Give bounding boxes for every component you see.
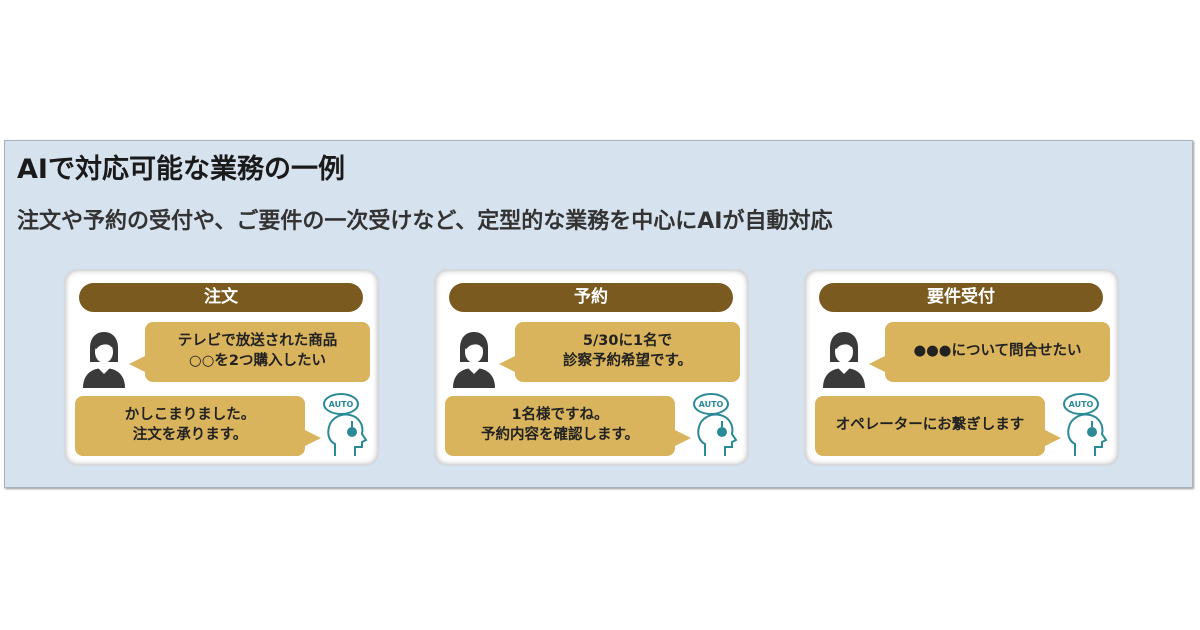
- user-message-line: 診察予約希望です。: [562, 353, 693, 369]
- ai-speech-bubble: オペレーターにお繋ぎします: [815, 396, 1061, 456]
- ai-speech-bubble: かしこまりました。注文を承ります。: [75, 396, 321, 456]
- ai-operator-icon: AUTO: [689, 392, 741, 462]
- customer-speech-bubble: ●●●について問合せたい: [869, 322, 1110, 382]
- card-header: 予約: [449, 283, 733, 312]
- bot-message-line: 予約内容を確認します。: [480, 427, 640, 443]
- bot-message-line: 1名様ですね。: [511, 407, 609, 424]
- panel-subtitle: 注文や予約の受付や、ご要件の一次受けなど、定型的な業務を中心にAIが自動対応: [17, 209, 833, 234]
- customer-icon: [821, 328, 867, 392]
- svg-text:AUTO: AUTO: [1069, 400, 1094, 409]
- ai-operator-icon: AUTO: [1059, 392, 1111, 462]
- ai-speech-bubble: 1名様ですね。予約内容を確認します。: [445, 396, 691, 456]
- svg-text:AUTO: AUTO: [329, 400, 354, 409]
- svg-text:AUTO: AUTO: [699, 400, 724, 409]
- user-message-line: ●●●について問合せたい: [913, 343, 1082, 360]
- ai-operator-icon: AUTO: [319, 392, 371, 462]
- user-message-line: ○○を2つ購入したい: [189, 353, 326, 369]
- panel-title: AIで対応可能な業務の一例: [17, 154, 345, 185]
- task-card: 予約 5/30に1名で診察予約希望です。 1名様ですね。予約内容を確認します。 …: [435, 270, 748, 465]
- card-header: 要件受付: [819, 283, 1103, 312]
- bot-message-line: オペレーターにお繋ぎします: [835, 417, 1025, 434]
- user-message-line: テレビで放送された商品: [177, 333, 338, 350]
- bot-message-line: 注文を承ります。: [132, 427, 248, 443]
- bot-message-line: かしこまりました。: [124, 407, 256, 424]
- customer-icon: [81, 328, 127, 392]
- task-card: 要件受付 ●●●について問合せたい オペレーターにお繋ぎします AUTO: [805, 270, 1118, 465]
- card-header: 注文: [79, 283, 363, 312]
- customer-speech-bubble: テレビで放送された商品 ○○を2つ購入したい: [129, 322, 370, 382]
- task-card: 注文 テレビで放送された商品 ○○を2つ購入したい かしこまりました。注文を承りま…: [65, 270, 378, 465]
- customer-speech-bubble: 5/30に1名で診察予約希望です。: [499, 322, 740, 382]
- customer-icon: [451, 328, 497, 392]
- user-message-line: 5/30に1名で: [582, 333, 673, 350]
